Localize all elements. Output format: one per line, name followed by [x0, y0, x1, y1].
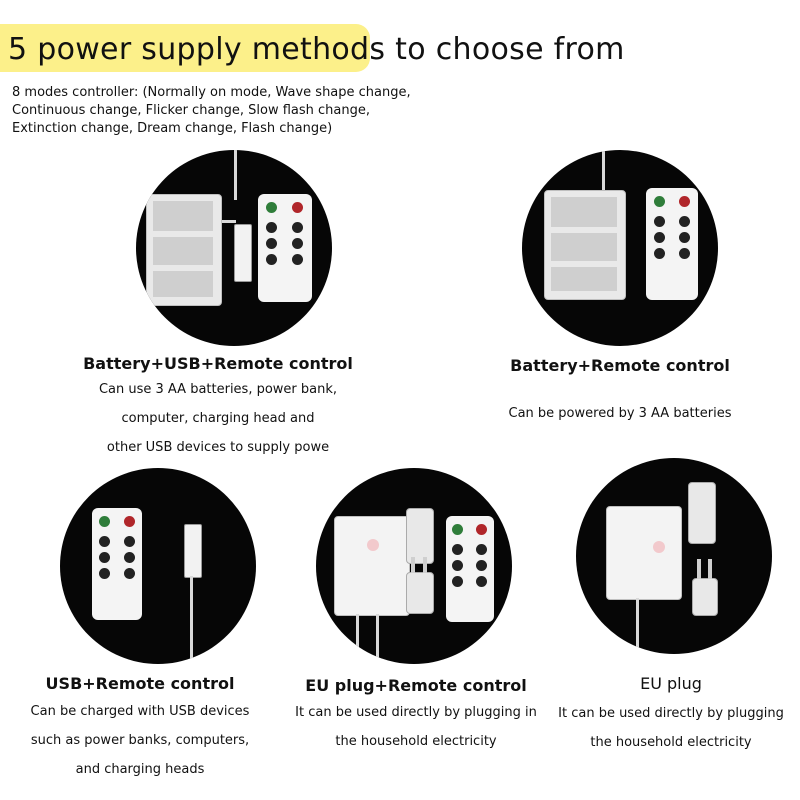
product-image-usb-remote	[60, 468, 256, 664]
option-desc-line: the household electricity	[590, 735, 752, 750]
product-image-battery-remote	[522, 150, 718, 346]
title-rest-text: to choose from	[385, 32, 625, 67]
eu-plug-icon	[688, 482, 716, 544]
eu-plug-icon	[692, 559, 718, 616]
option-desc-line: the household electricity	[335, 734, 497, 749]
product-image-eu-plug-remote	[316, 468, 512, 664]
option-eu-plug-remote: EU plug+Remote control It can be used di…	[276, 676, 556, 756]
usb-plug-icon	[234, 224, 252, 282]
remote-control-icon	[646, 188, 698, 300]
battery-box-icon	[146, 194, 222, 306]
eu-plug-icon	[406, 508, 434, 564]
battery-box-icon	[544, 190, 626, 300]
option-title: EU plug	[640, 674, 702, 693]
option-desc-line: and charging heads	[75, 762, 205, 777]
option-title: EU plug+Remote control	[305, 676, 527, 695]
option-desc-line: It can be used directly by plugging	[558, 706, 784, 721]
subtitle-line: 8 modes controller: (Normally on mode, W…	[12, 85, 411, 100]
remote-control-icon	[92, 508, 142, 620]
option-desc-line: such as power banks, computers,	[30, 733, 250, 748]
controller-box-icon	[606, 506, 682, 600]
option-title: Battery+Remote control	[510, 356, 730, 375]
option-desc-line: other USB devices to supply powe	[106, 440, 330, 455]
subtitle-line: Extinction change, Dream change, Flash c…	[12, 121, 333, 136]
controller-modes-description: 8 modes controller: (Normally on mode, W…	[12, 84, 452, 138]
subtitle-line: Continuous change, Flicker change, Slow …	[12, 103, 371, 118]
option-title: Battery+USB+Remote control	[83, 354, 353, 373]
option-eu-plug: EU plug It can be used directly by plugg…	[546, 674, 796, 757]
eu-plug-icon	[406, 557, 434, 614]
option-desc-line: Can be charged with USB devices	[30, 704, 250, 719]
remote-control-icon	[258, 194, 312, 302]
page-title: 5 power supply methods to choose from	[8, 30, 625, 70]
controller-box-icon	[334, 516, 410, 616]
option-desc-line: Can be powered by 3 AA batteries	[508, 406, 732, 421]
option-desc-line: Can use 3 AA batteries, power bank,	[98, 382, 338, 397]
usb-plug-icon	[184, 524, 202, 578]
title-highlight-text: 5 power supply methods	[8, 32, 386, 67]
product-image-battery-usb-remote	[136, 150, 332, 346]
option-desc-line: computer, charging head and	[121, 411, 315, 426]
option-title: USB+Remote control	[45, 674, 235, 693]
option-battery-usb-remote: Battery+USB+Remote control Can use 3 AA …	[58, 354, 378, 462]
title-highlight	[0, 24, 370, 72]
option-desc-line: It can be used directly by plugging in	[295, 705, 537, 720]
remote-control-icon	[446, 516, 494, 622]
product-image-eu-plug	[576, 458, 772, 654]
option-usb-remote: USB+Remote control Can be charged with U…	[0, 674, 280, 784]
option-battery-remote: Battery+Remote control Can be powered by…	[470, 356, 770, 428]
